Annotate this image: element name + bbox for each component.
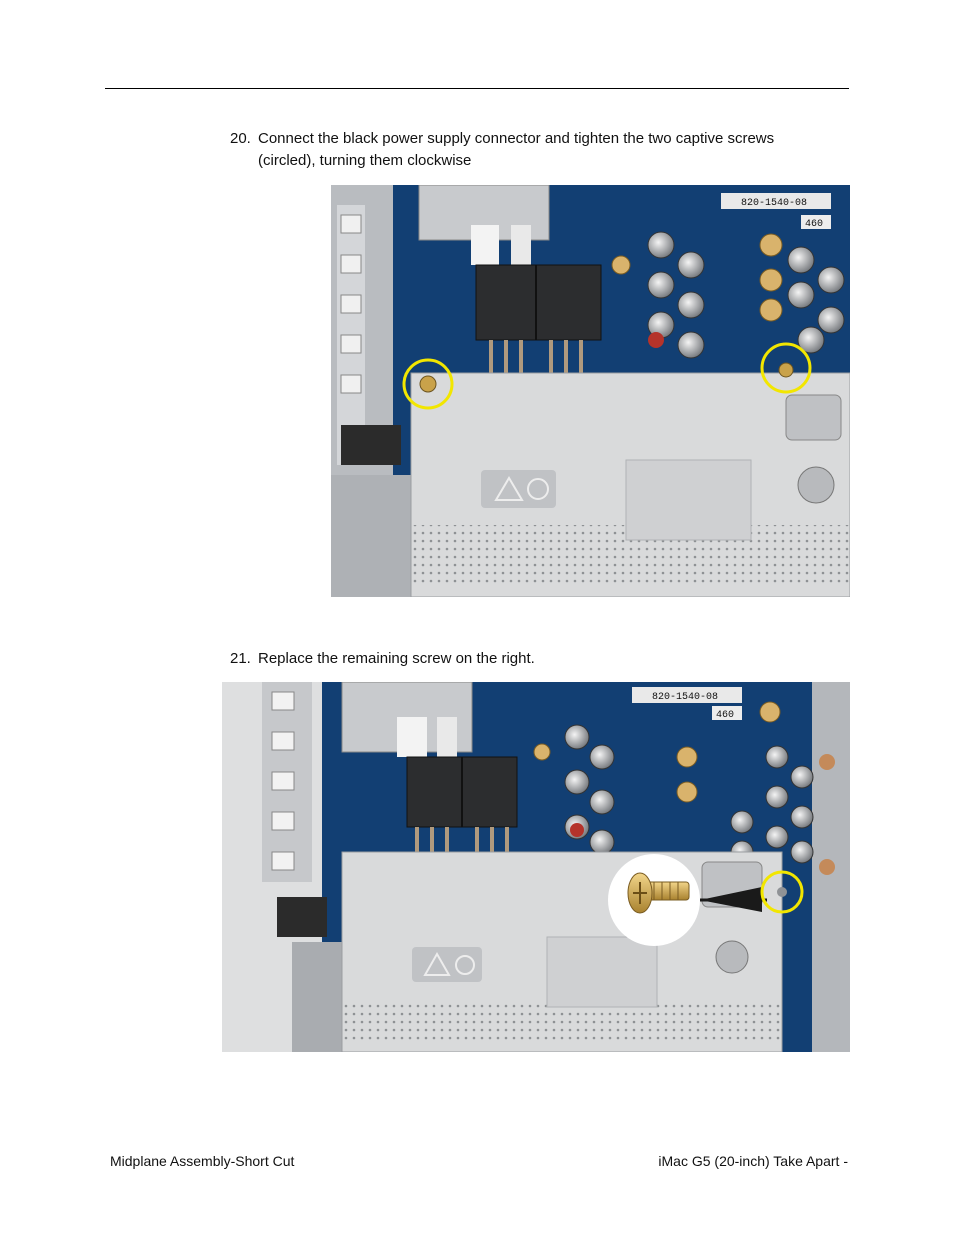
- board-code: 460: [805, 219, 823, 230]
- photo-remaining-screw: 820-1540-08 460: [222, 682, 850, 1052]
- step-number: 21.: [230, 650, 251, 667]
- step-number: 20.: [230, 130, 251, 147]
- step-text: Replace the remaining screw on the right…: [258, 650, 535, 667]
- board-part-number: 820-1540-08: [741, 198, 807, 209]
- step-text-line1: Connect the black power supply connector…: [258, 130, 775, 147]
- footer-manual-title: iMac G5 (20-inch) Take Apart -: [658, 1153, 848, 1169]
- board-code: 460: [716, 710, 734, 721]
- step-text-line2: (circled), turning them clockwise: [258, 152, 472, 169]
- board-part-number: 820-1540-08: [652, 692, 718, 703]
- photo-power-supply-connector: 820-1540-08 460: [331, 185, 850, 597]
- step-text: Connect the black power supply connector…: [258, 128, 774, 172]
- footer-section-title: Midplane Assembly-Short Cut: [110, 1153, 295, 1169]
- header-rule: [105, 88, 849, 89]
